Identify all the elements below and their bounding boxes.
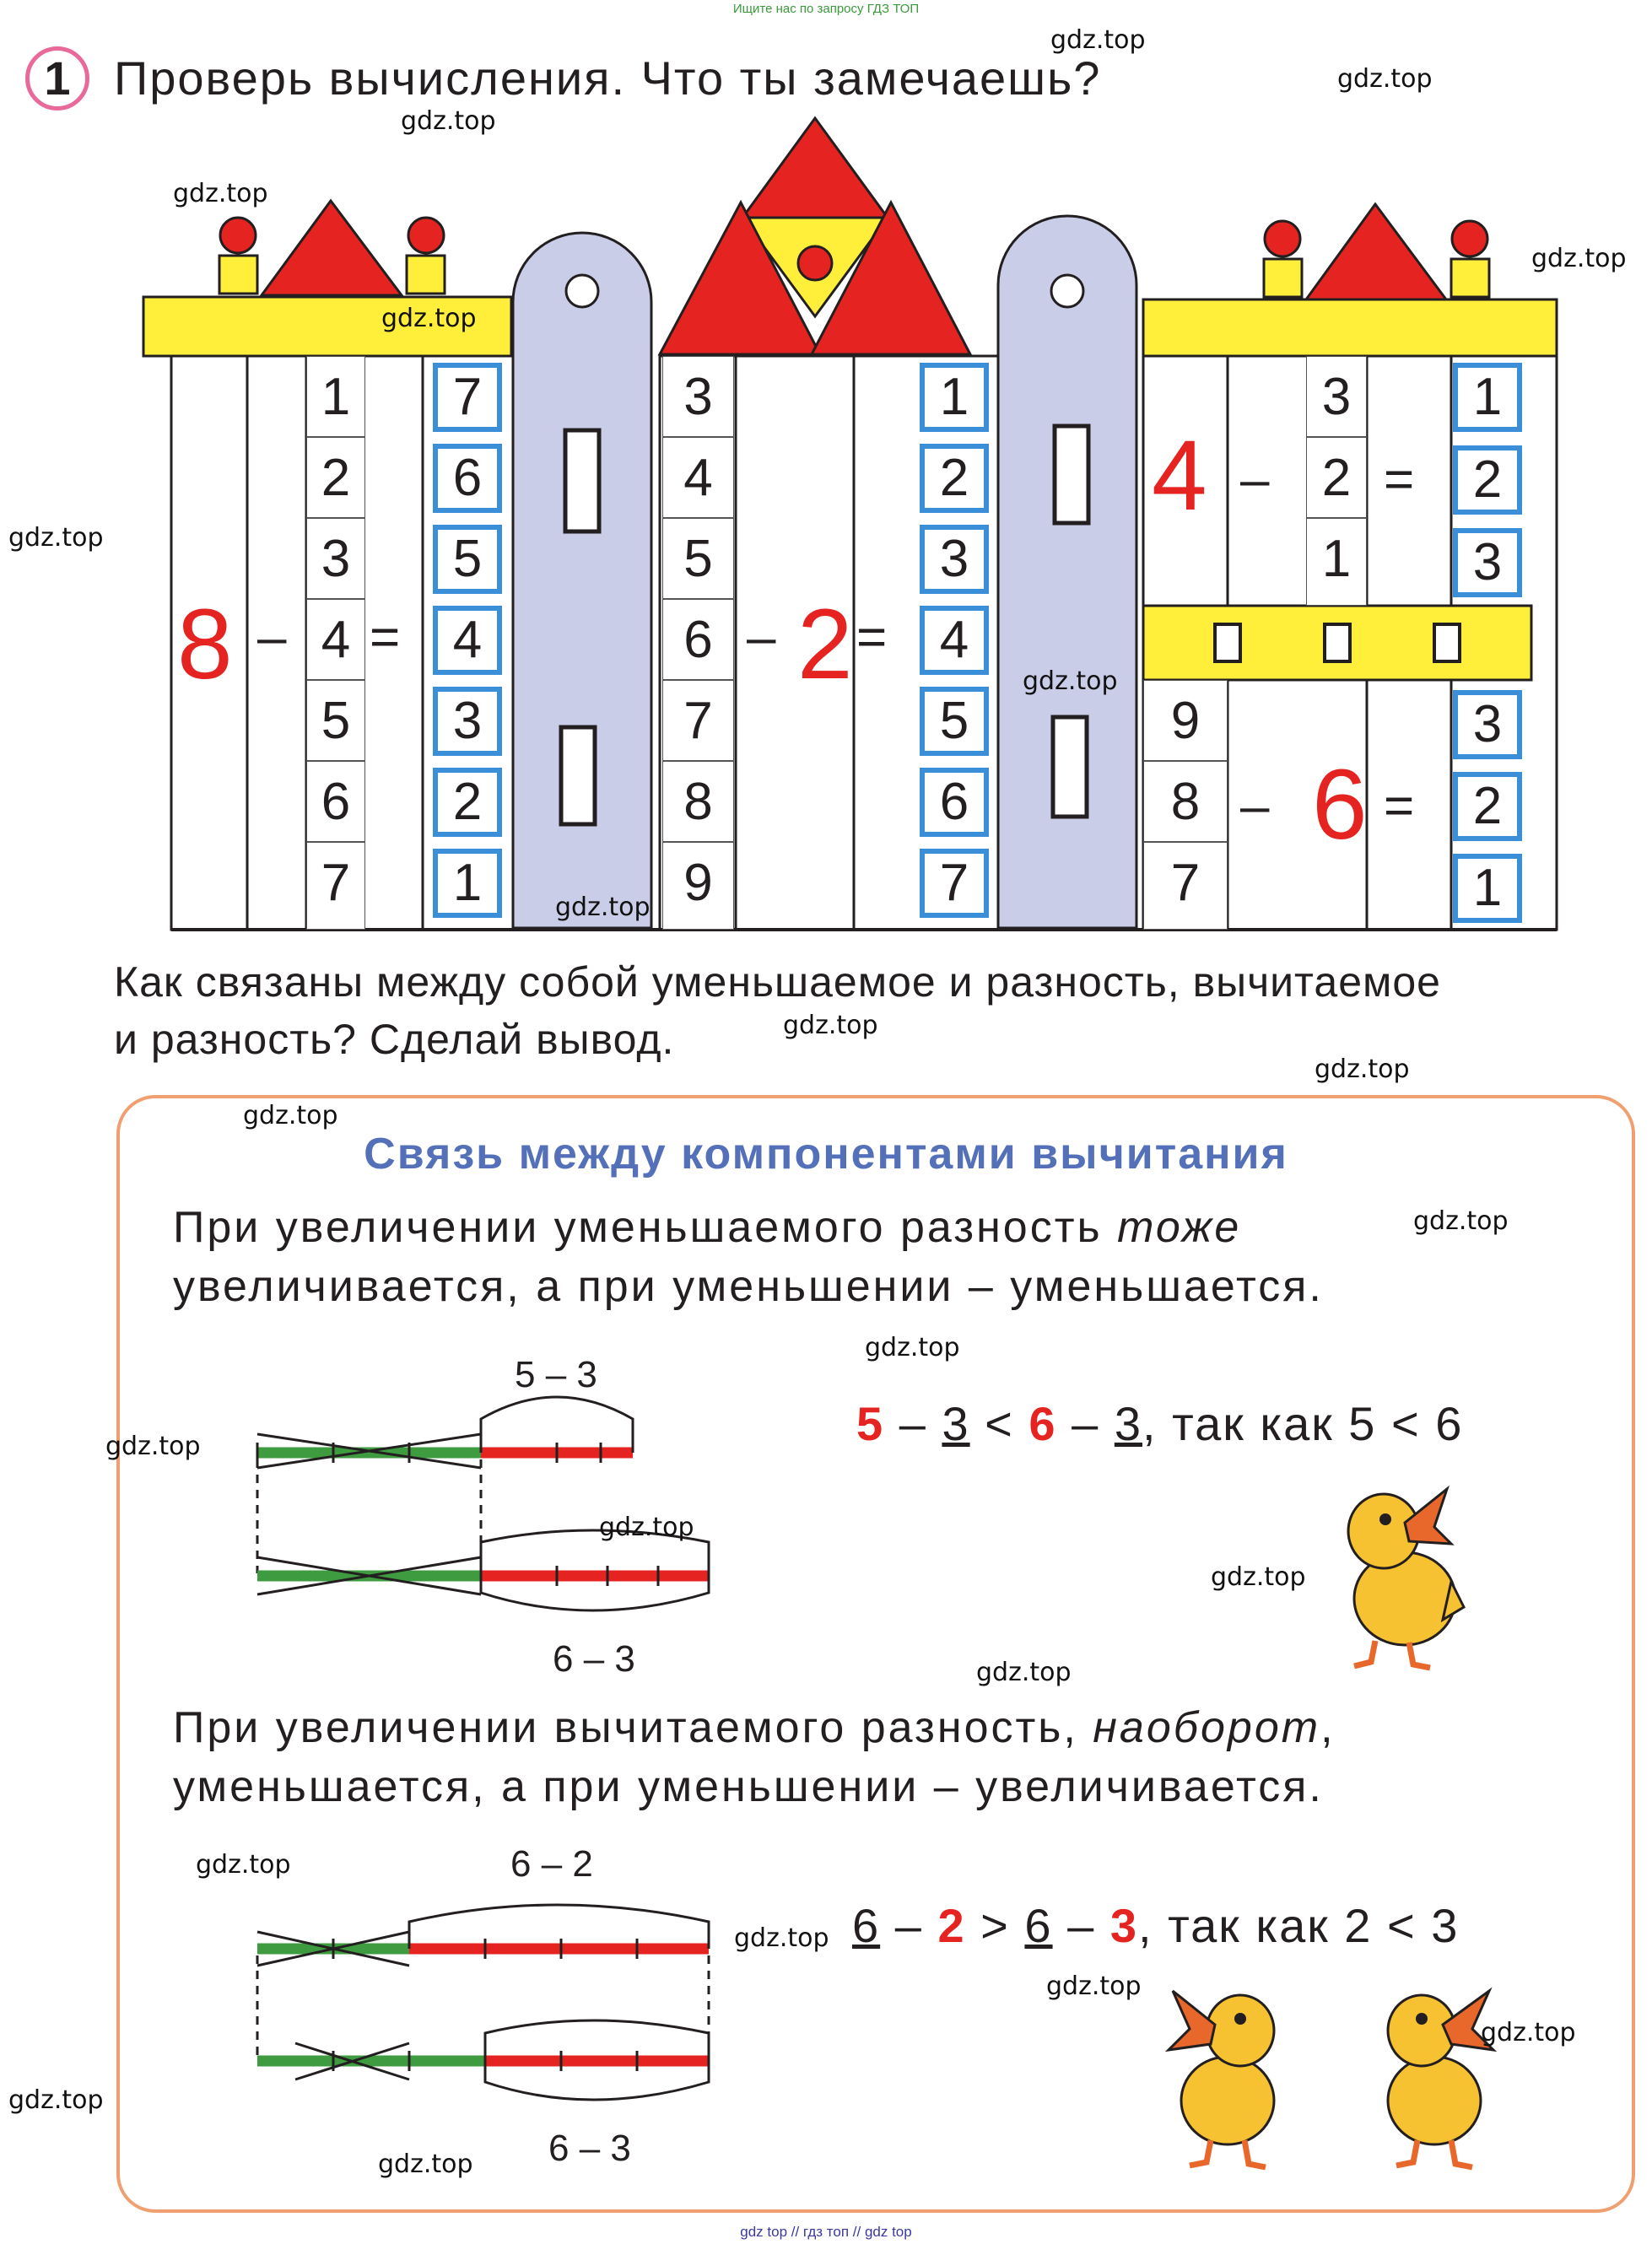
watermark: gdz.top <box>1337 64 1433 94</box>
segment-label-bottom: 6 – 3 <box>553 1638 635 1680</box>
top-watermark: Ищите нас по запросу ГДЗ ТОП <box>732 2 920 16</box>
minuend-cell: 8 <box>662 761 734 842</box>
watermark: gdz.top <box>8 2085 104 2115</box>
segment-label-top: 5 – 3 <box>515 1354 597 1395</box>
subtrahend-cell: 3 <box>306 518 365 599</box>
minuend-cell: 9 <box>1143 680 1228 761</box>
watermark: gdz.top <box>599 1513 694 1542</box>
difference-box: 7 <box>433 363 502 432</box>
subtrahend-cell: 1 <box>1306 518 1367 606</box>
watermark: gdz.top <box>555 893 651 922</box>
difference-box: 2 <box>920 444 989 513</box>
subtrahend-2: 2 <box>797 589 853 700</box>
task-number-badge: 1 <box>25 46 89 111</box>
rule1-line-1: При увеличении уменьшаемого разность тож… <box>173 1203 1242 1252</box>
equals-sign: = <box>856 608 888 666</box>
rule2-line-1: При увеличении вычитаемого разность, нао… <box>173 1703 1336 1752</box>
minus-sign: – <box>1240 450 1270 509</box>
minus-sign: – <box>747 608 776 666</box>
difference-box: 1 <box>433 849 502 918</box>
subtrahend-cell: 3 <box>1306 356 1367 437</box>
difference-box: 1 <box>1453 363 1522 432</box>
difference-box: 3 <box>1453 690 1522 759</box>
watermark: gdz.top <box>1046 1972 1142 2001</box>
minuend-4: 4 <box>1152 420 1207 531</box>
difference-box: 6 <box>433 444 502 513</box>
minuend-cell: 4 <box>662 437 734 518</box>
question-line-2: и разность? Сделай вывод. <box>114 1016 675 1063</box>
subtrahend-cell: 7 <box>306 842 365 930</box>
minuend-cell: 6 <box>662 599 734 680</box>
difference-box: 3 <box>433 687 502 756</box>
difference-box: 7 <box>920 849 989 918</box>
segment-diagram-2 <box>256 1903 710 2101</box>
difference-box: 4 <box>920 606 989 675</box>
subtrahend-cell: 5 <box>306 680 365 761</box>
equals-sign: = <box>1384 450 1415 509</box>
watermark: gdz.top <box>173 179 268 208</box>
minuend-cell: 9 <box>662 842 734 930</box>
duckling-illustration <box>1347 1485 1466 1671</box>
minuend-cell: 7 <box>662 680 734 761</box>
subtrahend-cell: 6 <box>306 761 365 842</box>
difference-box: 6 <box>920 768 989 837</box>
duckling-illustration <box>1386 1987 1498 2171</box>
comparison-expression-1: 5 – 3 < 6 – 3, так как 5 < 6 <box>856 1397 1464 1450</box>
minuend-cell: 3 <box>662 356 734 437</box>
rule-box <box>116 1095 1635 2213</box>
watermark: gdz.top <box>976 1658 1072 1687</box>
watermark: gdz.top <box>8 523 104 553</box>
subtrahend-cell: 1 <box>306 356 365 437</box>
rule1-line-2: увеличивается, а при уменьшении – уменьш… <box>173 1262 1324 1311</box>
watermark: gdz.top <box>1211 1562 1306 1592</box>
watermark: gdz.top <box>243 1101 338 1130</box>
watermark: gdz.top <box>734 1923 829 1953</box>
difference-box: 1 <box>920 363 989 432</box>
minus-sign: – <box>1240 777 1270 835</box>
watermark: gdz.top <box>1413 1206 1509 1236</box>
difference-box: 1 <box>1453 854 1522 923</box>
difference-box: 2 <box>1453 772 1522 841</box>
page-title: Проверь вычисления. Что ты замечаешь? <box>114 51 1102 105</box>
duckling-illustration <box>1164 1989 1276 2171</box>
segment-diagram-1 <box>256 1395 710 1612</box>
segment-label-top: 6 – 2 <box>510 1843 593 1885</box>
minuend-cell: 7 <box>1143 842 1228 930</box>
watermark: gdz.top <box>1481 2018 1576 2047</box>
watermark: gdz.top <box>105 1432 201 1461</box>
difference-box: 3 <box>920 525 989 594</box>
bottom-watermark: gdz top // гдз топ // gdz top <box>740 2224 912 2240</box>
rule2-line-2: уменьшается, а при уменьшении – увеличив… <box>173 1762 1324 1811</box>
watermark: gdz.top <box>783 1011 878 1040</box>
segment-label-bottom: 6 – 3 <box>548 2128 631 2169</box>
subtrahend-6: 6 <box>1312 749 1368 860</box>
subtrahend-cell: 4 <box>306 599 365 680</box>
equals-sign: = <box>1384 777 1415 835</box>
minuend-cell: 5 <box>662 518 734 599</box>
difference-box: 5 <box>433 525 502 594</box>
equals-sign: = <box>370 608 401 666</box>
difference-box: 2 <box>433 768 502 837</box>
watermark: gdz.top <box>378 2150 473 2179</box>
difference-box: 2 <box>1453 445 1522 515</box>
subtrahend-cell: 2 <box>1306 437 1367 518</box>
question-line-1: Как связаны между собой уменьшаемое и ра… <box>114 958 1441 1006</box>
minuend-cell: 8 <box>1143 761 1228 842</box>
watermark: gdz.top <box>1315 1055 1410 1084</box>
watermark: gdz.top <box>401 106 496 136</box>
watermark: gdz.top <box>865 1333 960 1362</box>
difference-box: 4 <box>433 606 502 675</box>
difference-box: 3 <box>1453 528 1522 597</box>
difference-box: 5 <box>920 687 989 756</box>
watermark: gdz.top <box>381 304 477 333</box>
minus-sign: – <box>257 608 287 666</box>
watermark: gdz.top <box>1531 244 1627 273</box>
subtrahend-cell: 2 <box>306 437 365 518</box>
comparison-expression-2: 6 – 2 > 6 – 3, так как 2 < 3 <box>852 1899 1460 1952</box>
watermark: gdz.top <box>196 1850 291 1880</box>
watermark: gdz.top <box>1050 25 1146 55</box>
minuend-8: 8 <box>177 589 233 700</box>
watermark: gdz.top <box>1023 666 1118 696</box>
rule-title: Связь между компонентами вычитания <box>364 1130 1288 1179</box>
